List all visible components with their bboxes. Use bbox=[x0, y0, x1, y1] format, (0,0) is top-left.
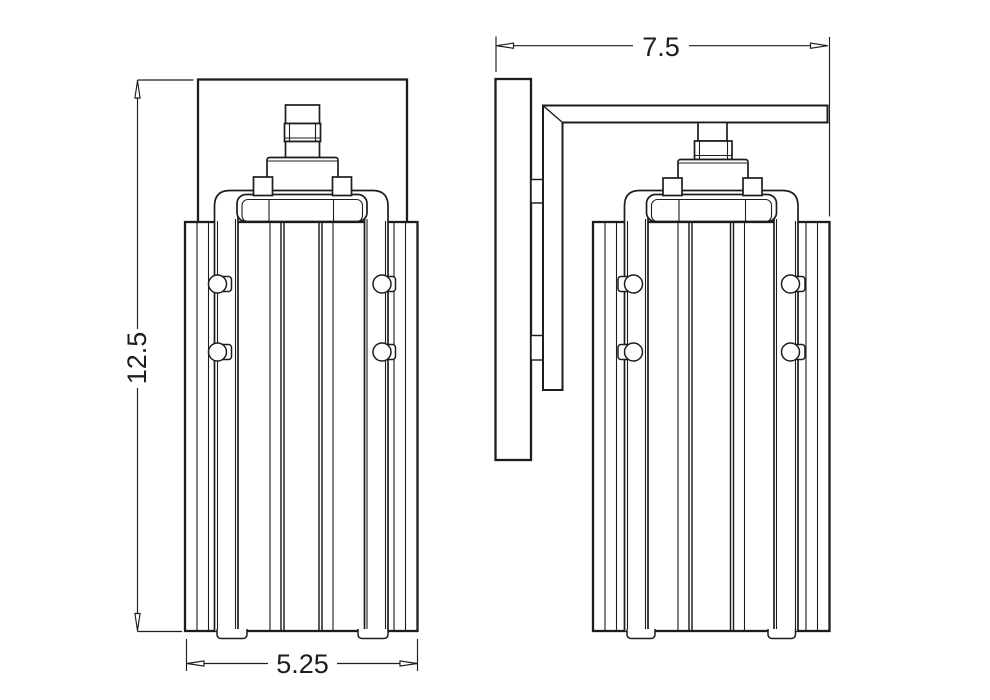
mounting-bolt bbox=[617, 342, 644, 362]
cage-foot bbox=[767, 629, 797, 640]
shade-rib-pairs bbox=[688, 223, 735, 630]
keyhole-tab bbox=[530, 334, 544, 361]
mounting-bolts-side bbox=[617, 274, 806, 362]
shade-ribs bbox=[196, 223, 407, 630]
side-view bbox=[494, 77, 831, 640]
socket-ear-left bbox=[252, 176, 274, 197]
dimension-height: 12.5 bbox=[122, 79, 194, 633]
mounting-bolt bbox=[617, 274, 644, 294]
mounting-bolt bbox=[780, 274, 806, 294]
socket-ear-right bbox=[331, 176, 353, 197]
mounting-bolts bbox=[207, 274, 397, 362]
dimension-arrow bbox=[134, 80, 141, 99]
dimension-label-height: 12.5 bbox=[122, 332, 152, 385]
mounting-bolt bbox=[372, 342, 397, 362]
mounting-bolt bbox=[207, 274, 233, 294]
dimension-label-width: 5.25 bbox=[276, 649, 329, 679]
dimension-arrow bbox=[809, 42, 828, 49]
mounting-bolt bbox=[372, 274, 397, 294]
socket-ear-left bbox=[662, 177, 683, 197]
shade-lid bbox=[236, 193, 368, 223]
mounting-bolt bbox=[780, 342, 806, 362]
socket-ear-right bbox=[742, 177, 763, 197]
dimension-arrow bbox=[186, 660, 205, 667]
mounting-bolt bbox=[207, 342, 233, 362]
front-view bbox=[183, 78, 419, 640]
shade-ribs bbox=[604, 223, 819, 630]
mounting-arm bbox=[542, 104, 829, 391]
cage-foot bbox=[216, 629, 248, 640]
dimension-width: 5.25 bbox=[185, 639, 419, 679]
wall-plate bbox=[494, 77, 533, 462]
dimension-depth: 7.5 bbox=[495, 32, 831, 217]
dimension-arrow bbox=[496, 42, 515, 49]
dimension-arrow bbox=[399, 660, 418, 667]
dimension-arrow bbox=[134, 612, 141, 631]
keyhole-tab bbox=[530, 178, 544, 204]
dimension-label-depth: 7.5 bbox=[642, 32, 680, 62]
socket-assembly bbox=[266, 104, 339, 193]
shade-lid-side bbox=[645, 193, 778, 223]
socket-assembly-side bbox=[677, 121, 749, 196]
cage-foot bbox=[357, 629, 389, 640]
cage-foot bbox=[626, 629, 656, 640]
shade-rib-pairs bbox=[280, 223, 323, 630]
